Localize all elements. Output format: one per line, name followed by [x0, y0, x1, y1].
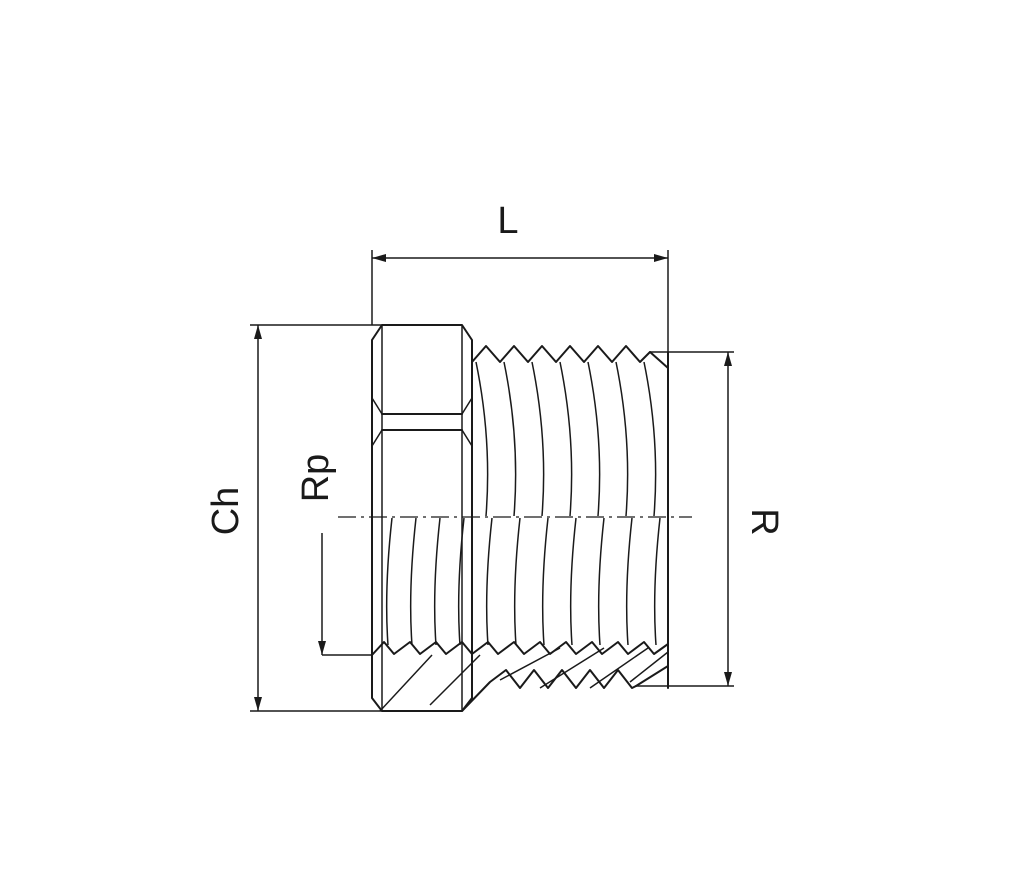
- section-hatch-line: [589, 647, 649, 689]
- outer-thread-crest: [503, 361, 517, 517]
- dimension-r: R: [636, 351, 785, 687]
- section-hatch-line: [539, 647, 605, 689]
- inner-thread-crest: [385, 517, 393, 646]
- section-hatch-line: [379, 654, 433, 712]
- outer-thread-crest: [587, 361, 601, 517]
- inner-thread-crest: [569, 517, 577, 646]
- inner-thread-crest: [653, 517, 661, 646]
- inner-thread-crest: [513, 517, 521, 646]
- inner-thread-crest: [409, 517, 417, 646]
- dimension-ch-label: Ch: [205, 487, 247, 536]
- outer-thread-crest: [559, 361, 573, 517]
- section-hatch-line: [429, 654, 481, 706]
- inner-thread-bore: [371, 517, 669, 712]
- inner-thread-crest: [485, 517, 493, 646]
- dimension-l: L: [371, 200, 669, 352]
- inner-thread-crest: [625, 517, 633, 646]
- inner-thread-crest: [457, 517, 465, 646]
- section-hatch-line: [629, 651, 669, 683]
- inner-thread-crest: [597, 517, 605, 646]
- outer-thread-body: [461, 341, 669, 712]
- dimension-l-label: L: [497, 200, 518, 242]
- dimension-ch: Ch: [205, 324, 382, 712]
- outer-thread-crest: [643, 361, 657, 517]
- outer-thread-crest: [531, 361, 545, 517]
- section-hatch-line: [499, 647, 561, 681]
- dimension-r-label: R: [743, 508, 785, 535]
- outer-thread-crest: [615, 361, 629, 517]
- dimension-rp: Rp: [295, 454, 372, 656]
- hex-head: [371, 324, 473, 712]
- dimension-rp-label: Rp: [295, 454, 337, 503]
- inner-thread-crest: [541, 517, 549, 646]
- outer-thread-crest: [475, 361, 489, 517]
- inner-thread-crest: [433, 517, 441, 646]
